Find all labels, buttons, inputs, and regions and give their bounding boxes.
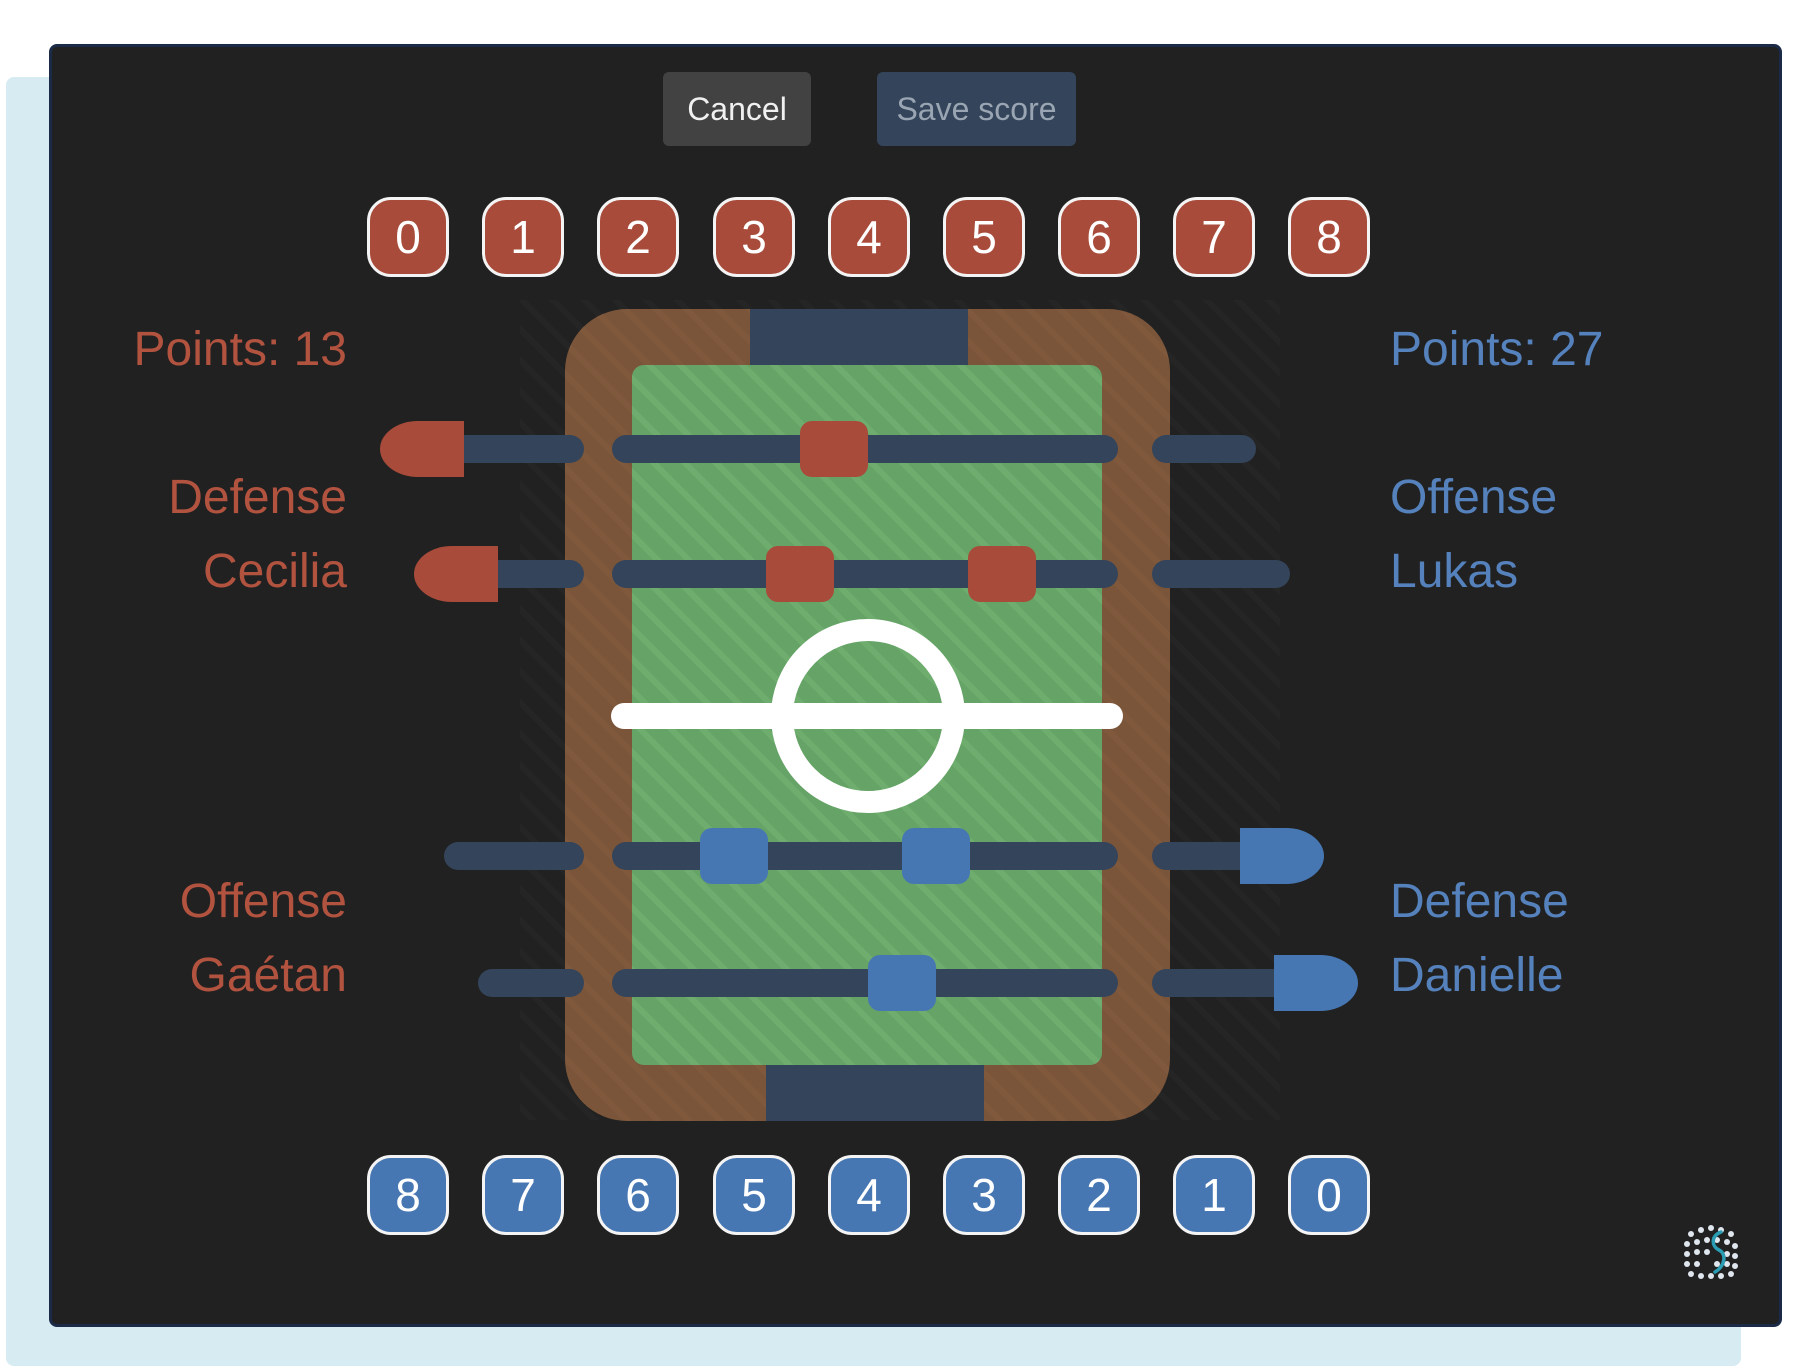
blue-defense-rod-2 bbox=[478, 955, 1358, 1011]
red-player1-role: Defense bbox=[168, 471, 347, 524]
blue-score-4[interactable]: 4 bbox=[828, 1155, 910, 1235]
blue-score-5[interactable]: 5 bbox=[713, 1155, 795, 1235]
blue-score-1[interactable]: 1 bbox=[1173, 1155, 1255, 1235]
blue-score-0[interactable]: 0 bbox=[1288, 1155, 1370, 1235]
red-score-5[interactable]: 5 bbox=[943, 197, 1025, 277]
top-goal bbox=[750, 309, 968, 365]
red-score-0[interactable]: 0 bbox=[367, 197, 449, 277]
blue-score-2[interactable]: 2 bbox=[1058, 1155, 1140, 1235]
save-score-button[interactable]: Save score bbox=[877, 72, 1076, 146]
blue-points: Points: 27 bbox=[1390, 323, 1604, 376]
bottom-goal bbox=[766, 1065, 984, 1121]
cancel-button[interactable]: Cancel bbox=[663, 72, 811, 146]
red-score-2[interactable]: 2 bbox=[597, 197, 679, 277]
blue-offense-rod-1 bbox=[444, 828, 1324, 884]
red-score-6[interactable]: 6 bbox=[1058, 197, 1140, 277]
blue-player2-role: Defense bbox=[1390, 875, 1569, 928]
blue-score-8[interactable]: 8 bbox=[367, 1155, 449, 1235]
red-score-8[interactable]: 8 bbox=[1288, 197, 1370, 277]
red-score-3[interactable]: 3 bbox=[713, 197, 795, 277]
blue-player1-role: Offense bbox=[1390, 471, 1558, 524]
blue-score-3[interactable]: 3 bbox=[943, 1155, 1025, 1235]
red-player2-role: Offense bbox=[179, 875, 347, 928]
blue-score-6[interactable]: 6 bbox=[597, 1155, 679, 1235]
red-defense-rod-2 bbox=[414, 546, 1290, 602]
center-circle bbox=[771, 619, 965, 813]
red-score-1[interactable]: 1 bbox=[482, 197, 564, 277]
red-defense-rod-1 bbox=[380, 421, 1256, 477]
red-player1-name: Cecilia bbox=[202, 545, 347, 598]
red-points: Points: 13 bbox=[133, 323, 347, 376]
red-score-4[interactable]: 4 bbox=[828, 197, 910, 277]
blue-player1-name: Lukas bbox=[1390, 545, 1519, 598]
blue-player2-name: Danielle bbox=[1390, 949, 1564, 1002]
dotted-s-logo-icon bbox=[1684, 1225, 1738, 1279]
red-player2-name: Gaétan bbox=[189, 949, 347, 1002]
red-score-7[interactable]: 7 bbox=[1173, 197, 1255, 277]
blue-score-7[interactable]: 7 bbox=[482, 1155, 564, 1235]
